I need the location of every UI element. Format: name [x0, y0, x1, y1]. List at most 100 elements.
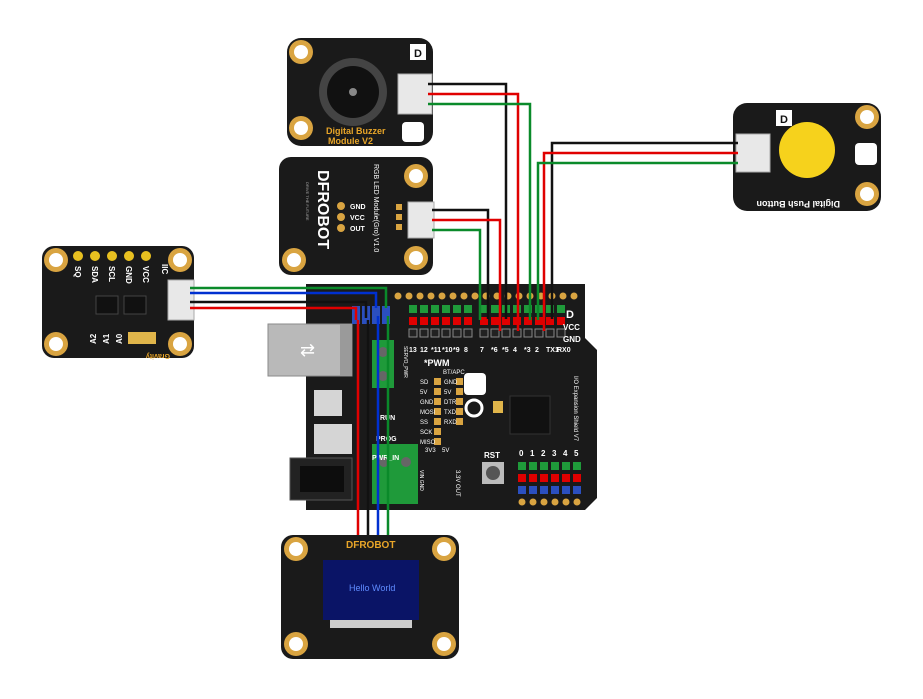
vcc-pin [431, 317, 439, 325]
uart-pin-label: GND [444, 380, 458, 386]
signal-pin [546, 305, 554, 313]
io-label: I/O Expansion Shield V7 [572, 376, 578, 442]
analog-header-pin [540, 498, 548, 506]
uart-pin [456, 388, 463, 395]
gnd-pin [419, 328, 429, 338]
spi-pin-label: MOSI [420, 410, 436, 416]
dfrobot-logo-icon [402, 122, 424, 142]
analog-signal-pin [518, 462, 526, 470]
gnd-pin [545, 328, 555, 338]
header-pin [460, 292, 468, 300]
buzzer-module: D Digital Buzzer Module V2 [287, 38, 433, 146]
header-pin [449, 292, 457, 300]
gravity-brand: Gravity [146, 352, 170, 359]
gnd-pin [430, 328, 440, 338]
prog-label: PROG [376, 436, 397, 443]
vcc-pin [524, 317, 532, 325]
analog-signal-pin [540, 462, 548, 470]
buzzer-badge-text: D [414, 48, 422, 60]
vcc-pin [420, 317, 428, 325]
spi-pin-label: SS [420, 420, 428, 426]
terminal-block [372, 444, 418, 504]
spi-pin [434, 408, 441, 415]
sensor-side-label: IIC [160, 264, 169, 274]
uart-pin-label: TXD [444, 410, 457, 416]
spi-pin [434, 438, 441, 445]
vcc-label: VCC [563, 323, 580, 332]
servo-pwr-label: SERVO_PWR [402, 346, 408, 378]
analog-signal-pin [562, 462, 570, 470]
v33-label: 3V3 [425, 448, 436, 454]
analog-header-pin [518, 498, 526, 506]
sensor-pin [73, 251, 83, 261]
i2c-pin [382, 306, 390, 324]
digital-pin-label: *3 [524, 347, 531, 354]
signal-pin [409, 305, 417, 313]
pwr-in-label: PWR_IN [372, 455, 399, 462]
header-pin [559, 292, 567, 300]
wire-black-sensor [190, 300, 368, 318]
signal-pin [442, 305, 450, 313]
wire-black-rgb [432, 208, 490, 319]
analog-gnd-pin [562, 486, 570, 494]
sensor-address-label: A1 [102, 333, 111, 344]
digital-pin-label: TX1 [546, 347, 559, 354]
vin-gnd-label: VIN GND [418, 470, 424, 491]
vcc-pin [491, 317, 499, 325]
gnd-pin [556, 328, 566, 338]
digital-pin-label: 7 [480, 347, 484, 354]
gnd-pin [452, 328, 462, 338]
analog-pin-label: 1 [530, 449, 535, 458]
wire-black-button [550, 141, 738, 319]
uart-pin [456, 398, 463, 405]
wires [190, 82, 738, 535]
gnd-pin [490, 328, 500, 338]
analog-vcc-pin [573, 474, 581, 482]
signal-pin [431, 305, 439, 313]
digital-pin-label: *5 [502, 347, 509, 354]
dfrobot-logo-icon [464, 373, 486, 395]
oled-module: DFROBOT Hello World [281, 535, 459, 659]
i2c-pin [372, 306, 380, 324]
header-pin [471, 292, 479, 300]
spi-pin-label: MISO [420, 440, 436, 446]
usb-port [267, 323, 353, 377]
analog-gnd-pin [551, 486, 559, 494]
signal-pin [480, 305, 488, 313]
analog-pin-label: 3 [552, 449, 557, 458]
gnd-label: GND [563, 335, 581, 344]
analog-header-pin [551, 498, 559, 506]
signal-pin [453, 305, 461, 313]
wire-green-rgb [432, 228, 482, 320]
analog-gnd-pin [573, 486, 581, 494]
rgb-tagline: DRIVE THE FUTURE [305, 182, 310, 221]
digital-pin-label: *6 [491, 347, 498, 354]
rgb-pin [396, 204, 402, 210]
dfrobot-logo-icon [855, 143, 877, 165]
spi-pin [434, 378, 441, 385]
rst-label: RST [484, 451, 500, 460]
header-pin [438, 292, 446, 300]
spi-pin [434, 428, 441, 435]
analog-header-pin [562, 498, 570, 506]
signal-pin [420, 305, 428, 313]
analog-header-pin [573, 498, 581, 506]
gnd-pin [408, 328, 418, 338]
analog-signal-pin [551, 462, 559, 470]
sensor-pin [107, 251, 117, 261]
oled-brand: DFROBOT [346, 540, 395, 551]
out-label: 3.3V OUT [454, 470, 460, 497]
uart-pin-label: 5V [444, 390, 451, 396]
buzzer-title-1: Digital Buzzer [326, 126, 386, 136]
shield-badge: D [566, 309, 574, 321]
analog-signal-pin [529, 462, 537, 470]
sensor-pin-label: SQ [73, 266, 82, 278]
digital-pin-label: *9 [453, 347, 460, 354]
digital-pin-label: 8 [464, 347, 468, 354]
main-chip [509, 395, 551, 435]
wire-green-button [536, 161, 738, 320]
wire-blue-sensor [190, 291, 378, 308]
gnd-pin [441, 328, 451, 338]
push-button[interactable] [779, 122, 835, 178]
